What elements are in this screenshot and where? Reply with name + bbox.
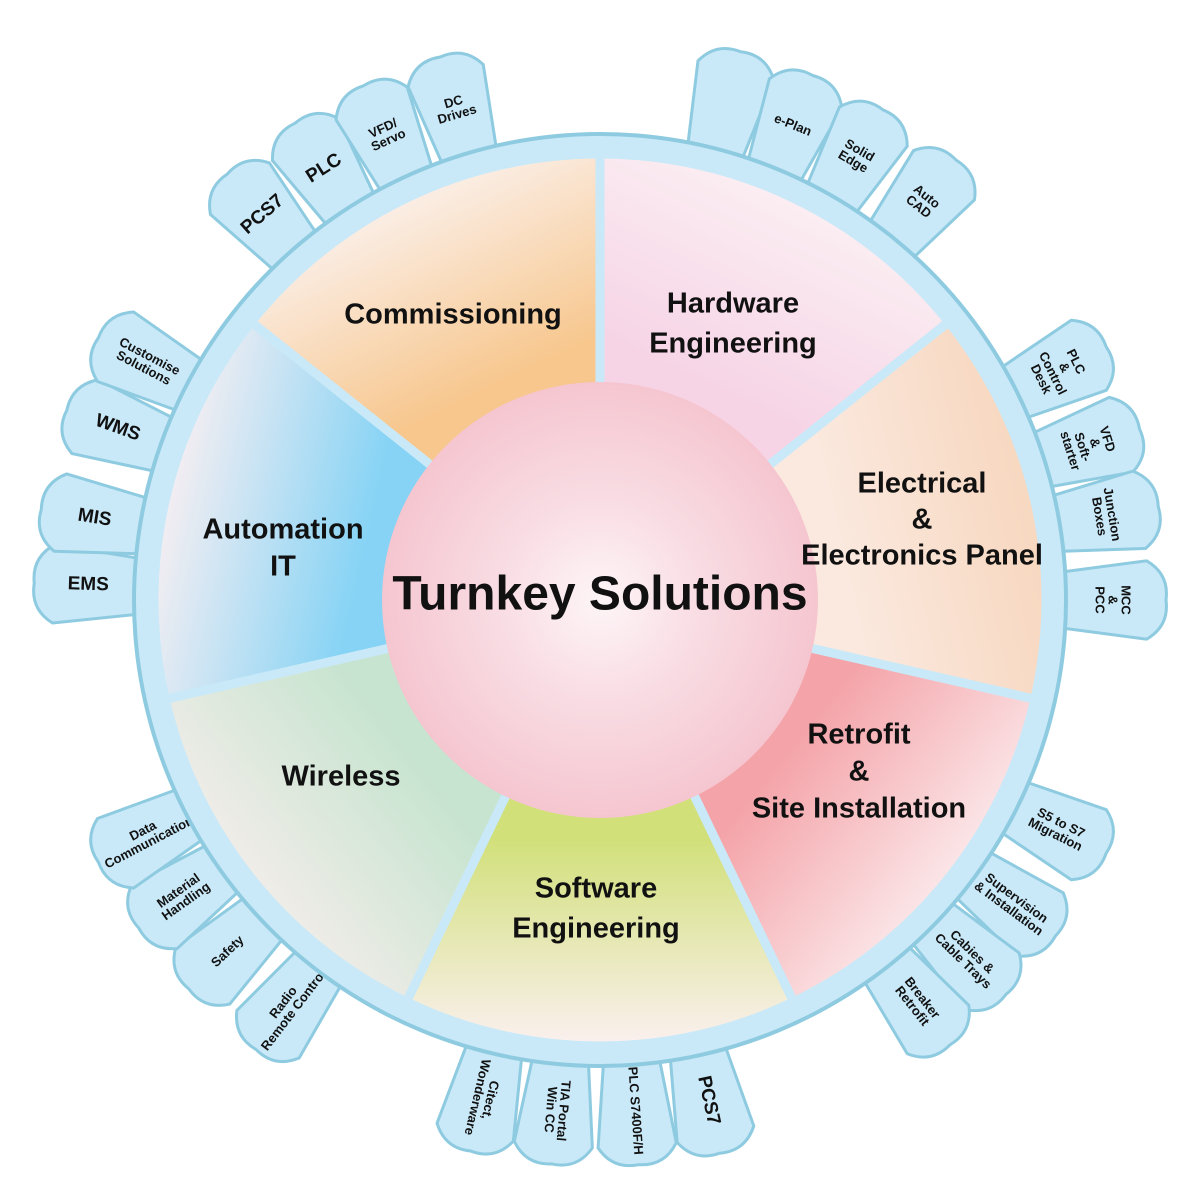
tab-shape — [435, 1034, 525, 1156]
tab-shape — [126, 839, 247, 951]
sector-layer — [149, 149, 1051, 1051]
tab-shape — [406, 51, 500, 174]
tab-label: PLC S7400F/H — [625, 1066, 646, 1155]
sector-label-retrofit: Site Installation — [752, 793, 966, 825]
tab-software-4[interactable]: Citect,Wonderware — [435, 1034, 525, 1156]
tab-shape — [668, 1036, 756, 1158]
sector-labels: HardwareEngineeringElectrical&Electronic… — [202, 288, 1042, 945]
sector-label-retrofit: & — [849, 756, 870, 788]
tab-electrical-4[interactable]: MCC&PCC — [1052, 559, 1168, 641]
tab-shape — [1042, 469, 1162, 554]
tab-shape — [512, 1048, 594, 1167]
sector-label-electrical: Electrical — [858, 468, 987, 500]
tab-shape — [948, 846, 1069, 958]
tab-retrofit-2[interactable]: Supervision& Installation — [948, 846, 1069, 958]
tab-label: & — [1106, 595, 1121, 604]
sector-software[interactable] — [401, 595, 799, 1051]
tab-shape — [334, 77, 437, 201]
tab-commissioning-3[interactable]: VFD/Servo — [334, 77, 437, 201]
tab-shape — [992, 318, 1115, 423]
tab-label: MCC — [1119, 585, 1134, 615]
center-circle — [382, 382, 818, 818]
tab-shape — [596, 1049, 678, 1168]
tab-label: Boxes — [1089, 496, 1110, 537]
tab-shape — [89, 785, 212, 890]
sector-label-software: Software — [535, 873, 657, 905]
tab-shape — [89, 310, 212, 415]
tab-electrical-2[interactable]: VFD&Soft-starter — [1023, 395, 1146, 490]
tab-automation-1[interactable]: EMS — [32, 543, 149, 625]
tab-shape — [1052, 559, 1168, 641]
sector-label-automation: Automation — [202, 514, 363, 546]
tab-label: Win CC — [541, 1086, 560, 1134]
sector-label-retrofit: Retrofit — [807, 719, 910, 751]
tab-shape — [270, 111, 380, 234]
sector-label-hardware: Hardware — [667, 288, 799, 320]
tab-label: VFD — [1097, 424, 1119, 453]
tab-software-1[interactable]: PCS7 — [668, 1036, 756, 1158]
center-title: Turnkey Solutions — [392, 568, 807, 621]
tab-shape — [1023, 395, 1146, 490]
tab-automation-3[interactable]: WMS — [60, 378, 183, 475]
tab-label: DC — [442, 92, 465, 112]
sector-label-wireless: Wireless — [281, 761, 400, 793]
tab-shape — [992, 777, 1115, 882]
tab-software-2[interactable]: PLC S7400F/H — [596, 1049, 678, 1168]
tab-label: EMS — [67, 573, 109, 595]
tab-shape — [60, 378, 183, 475]
sector-label-electrical: Electronics Panel — [801, 540, 1043, 572]
tab-label: PCC — [1093, 586, 1108, 614]
tab-shape — [37, 472, 158, 556]
sector-label-commissioning: Commissioning — [344, 299, 562, 331]
sector-label-software: Engineering — [512, 913, 680, 945]
tab-hardware-2[interactable]: e-Plan — [744, 68, 844, 191]
tab-label: TIA Portal — [554, 1080, 574, 1142]
tab-commissioning-2[interactable]: PLC — [270, 111, 380, 234]
tab-shape — [744, 68, 844, 191]
tab-label: & — [1087, 436, 1104, 449]
tab-automation-2[interactable]: MIS — [37, 472, 158, 556]
tab-shape — [802, 99, 909, 222]
sector-label-automation: IT — [270, 551, 296, 583]
sector-label-electrical: & — [912, 504, 933, 536]
sector-label-hardware: Engineering — [649, 328, 817, 360]
